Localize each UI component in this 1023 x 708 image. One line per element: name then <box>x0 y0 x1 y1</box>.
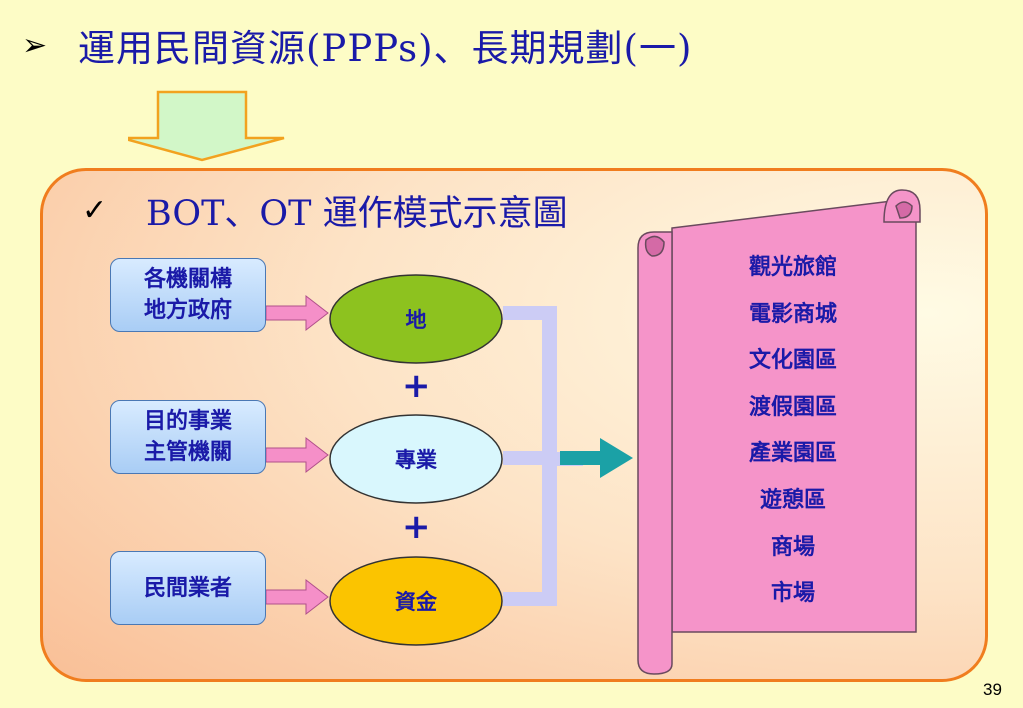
outcome-item: 觀光旅館 <box>748 254 837 280</box>
source-box-agencies: 各機關構 地方政府 <box>110 258 266 332</box>
slide-title: ➢ 運用民間資源(PPPs)、長期規劃(一) <box>22 12 692 78</box>
outcome-item: 電影商城 <box>748 300 837 327</box>
down-arrow-icon <box>128 90 285 162</box>
source-box-private: 民間業者 <box>110 551 266 625</box>
input-arrows <box>265 294 329 616</box>
outcome-item: 渡假園區 <box>748 393 837 420</box>
checkmark-icon: ✓ <box>82 192 108 228</box>
source-line: 主管機關 <box>143 439 232 465</box>
resource-label-expertise: 專業 <box>395 447 437 472</box>
source-line: 民間業者 <box>143 574 232 601</box>
result-arrow-icon <box>560 438 633 478</box>
title-text: 運用民間資源(PPPs)、長期規劃(一) <box>78 27 693 70</box>
outcome-item: 市場 <box>770 580 815 607</box>
plus-icon: + <box>402 366 431 406</box>
outcome-item: 文化園區 <box>748 347 837 374</box>
input-arrow-icon <box>265 578 329 616</box>
source-line: 各機關構 <box>143 266 232 292</box>
panel-heading-text: BOT、OT 運作模式示意圖 <box>146 193 568 234</box>
outcome-list: 觀光旅館 電影商城 文化園區 渡假園區 產業園區 遊憩區 商場 市場 <box>686 244 900 624</box>
resource-ellipse-expertise <box>329 414 503 504</box>
resource-ellipse-land <box>329 274 503 364</box>
outcome-item: 商場 <box>770 533 815 560</box>
source-line: 地方政府 <box>143 297 232 323</box>
resource-label-land: 地 <box>405 307 427 332</box>
resource-ellipse-funding <box>329 556 503 646</box>
resource-label-funding: 資金 <box>395 589 437 614</box>
panel-heading: ✓ BOT、OT 運作模式示意圖 <box>82 182 568 238</box>
input-arrow-icon <box>265 294 329 332</box>
title-bullet-icon: ➢ <box>22 27 48 63</box>
page-number: 39 <box>983 680 1002 699</box>
input-arrow-icon <box>265 436 329 474</box>
plus-icon: + <box>402 507 431 547</box>
source-line: 目的事業 <box>143 408 232 434</box>
outcome-scroll <box>637 189 921 675</box>
outcome-item: 產業園區 <box>748 440 837 467</box>
outcome-item: 遊憩區 <box>759 486 826 513</box>
source-box-authorities: 目的事業 主管機關 <box>110 400 266 474</box>
